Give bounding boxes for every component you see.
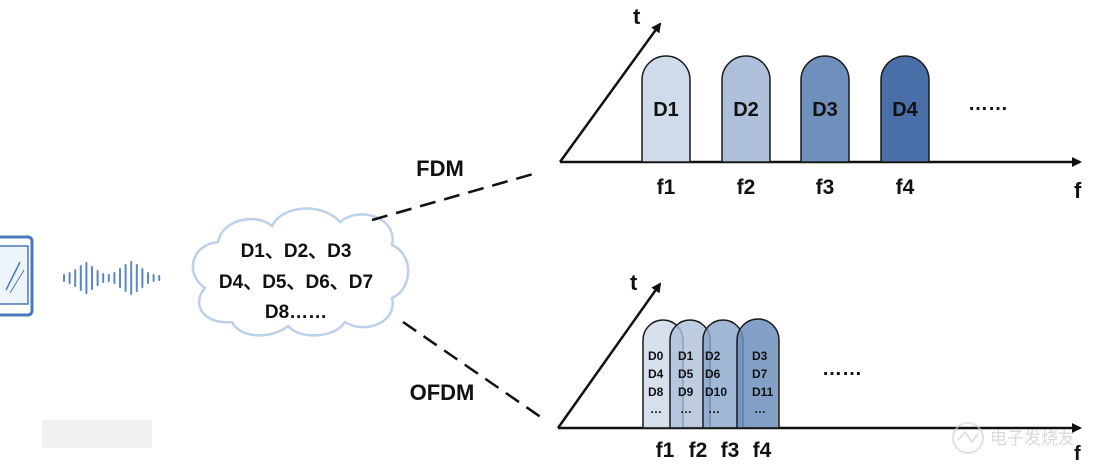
ofdm-freq-3: f3 <box>721 439 740 462</box>
ofdm-ellipsis: …… <box>822 358 862 380</box>
ofdm-c4-r3: D11 <box>752 385 774 399</box>
fdm-block-4-label: D4 <box>892 99 918 121</box>
fdm-freq-3: f3 <box>816 176 835 199</box>
ofdm-c1-r2: D4 <box>648 367 664 381</box>
fdm-connector <box>371 170 541 222</box>
ofdm-freq-2: f2 <box>689 439 708 462</box>
ofdm-c2-r3: D9 <box>678 385 694 399</box>
ofdm-f-label: f <box>1074 443 1081 465</box>
fdm-f-label: f <box>1074 178 1082 203</box>
fdm-freq-4: f4 <box>896 176 915 199</box>
fdm-block-2: D2 <box>721 55 771 163</box>
cloud-line-1: D1、D2、D3 <box>241 241 352 262</box>
ofdm-c2-r4: … <box>680 402 692 416</box>
ofdm-c3-r1: D2 <box>705 349 721 363</box>
cloud-line-3: D8…… <box>265 302 327 323</box>
phone-icon <box>0 235 34 317</box>
ofdm-c2-r2: D5 <box>678 367 694 381</box>
ofdm-c3-r2: D6 <box>705 367 721 381</box>
ofdm-c2-r1: D1 <box>678 349 694 363</box>
ofdm-c1-r3: D8 <box>648 385 664 399</box>
ofdm-c1-r4: … <box>650 402 662 416</box>
sound-wave-icon <box>63 261 161 295</box>
ofdm-c4-r4: … <box>754 402 766 416</box>
ofdm-c4-r1: D3 <box>752 349 768 363</box>
cloud-icon <box>191 207 410 337</box>
ofdm-c4-r2: D7 <box>752 367 768 381</box>
fdm-block-1: D1 <box>641 55 691 163</box>
fdm-block-1-label: D1 <box>653 99 679 121</box>
ofdm-t-axis <box>556 282 662 429</box>
ofdm-freq-1: f1 <box>656 439 675 462</box>
fdm-block-3-label: D3 <box>812 99 838 121</box>
fdm-block-4: D4 <box>880 55 930 163</box>
fdm-block-2-label: D2 <box>733 99 759 121</box>
ofdm-c3-r4: … <box>708 402 720 416</box>
ofdm-freq-4: f4 <box>753 439 772 462</box>
blurred-caption <box>42 420 152 448</box>
ofdm-connector <box>402 320 546 422</box>
ofdm-block-4 <box>736 318 780 429</box>
cloud-line-2: D4、D5、D6、D7 <box>219 272 373 293</box>
fdm-t-label: t <box>633 4 641 29</box>
fdm-freq-1: f1 <box>657 176 676 199</box>
ofdm-t-label: t <box>630 270 638 295</box>
fdm-label: FDM <box>416 156 464 181</box>
fdm-freq-2: f2 <box>737 176 756 199</box>
watermark-text: 电子发烧友 <box>990 429 1075 449</box>
ofdm-c1-r1: D0 <box>648 349 664 363</box>
fdm-block-3: D3 <box>800 55 850 163</box>
watermark-logo-icon <box>952 422 984 454</box>
ofdm-label: OFDM <box>410 380 475 405</box>
fdm-t-axis <box>558 22 662 163</box>
ofdm-c3-r3: D10 <box>705 385 727 399</box>
fdm-ellipsis: …… <box>968 93 1008 115</box>
